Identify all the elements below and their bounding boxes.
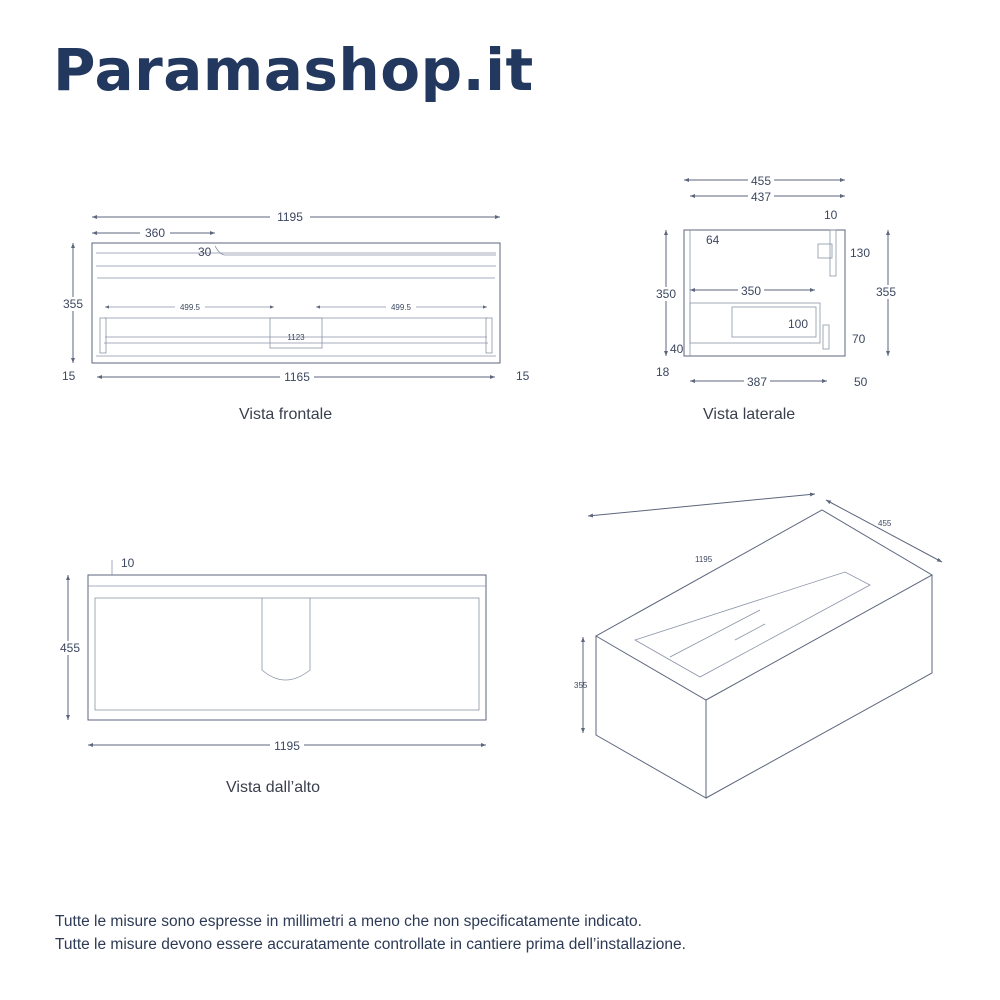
dim-front-offset: 360 bbox=[145, 226, 165, 240]
dim-side-panel: 18 bbox=[656, 365, 670, 379]
dim-front-side-left: 15 bbox=[62, 369, 76, 383]
notes: Tutte le misure sono espresse in millime… bbox=[55, 910, 686, 956]
top-view: 10 455 1195 bbox=[56, 556, 487, 753]
dim-iso-height: 355 bbox=[574, 681, 588, 690]
dim-top-width: 1195 bbox=[274, 739, 300, 753]
dim-side-top-gap: 10 bbox=[824, 208, 838, 222]
dim-side-bracket: 130 bbox=[850, 246, 870, 260]
dim-top-depth: 455 bbox=[60, 641, 80, 655]
dim-iso-depth: 455 bbox=[878, 519, 892, 528]
dim-side-foot: 70 bbox=[852, 332, 866, 346]
dim-side-bottom: 40 bbox=[670, 342, 684, 356]
top-view-caption: Vista dall’alto bbox=[226, 779, 320, 796]
dim-side-depth: 455 bbox=[751, 174, 771, 188]
dim-front-inner-width: 1165 bbox=[284, 370, 310, 384]
dim-top-gap: 10 bbox=[121, 556, 135, 570]
side-view: 455 437 10 64 130 350 350 100 355 70 40 … bbox=[654, 174, 900, 389]
note-line: Tutte le misure sono espresse in millime… bbox=[55, 913, 642, 930]
dim-front-height: 355 bbox=[63, 297, 83, 311]
isometric-view: 1195 455 355 bbox=[574, 492, 943, 799]
front-view: 1195 360 30 355 499.5 499.5 1123 15 1165… bbox=[60, 210, 530, 384]
dim-side-drawer-h: 100 bbox=[788, 317, 808, 331]
dim-front-width: 1195 bbox=[277, 210, 303, 224]
brand-logo: Paramashop.it bbox=[53, 36, 534, 104]
dim-side-height-in: 350 bbox=[656, 287, 676, 301]
dim-side-back: 50 bbox=[854, 375, 868, 389]
dim-front-inner: 1123 bbox=[287, 333, 305, 342]
dim-side-drawer-len: 350 bbox=[741, 284, 761, 298]
dim-side-hole: 64 bbox=[706, 233, 720, 247]
dim-front-radius: 30 bbox=[198, 245, 212, 259]
dim-iso-width: 1195 bbox=[695, 555, 713, 564]
dim-front-side-right: 15 bbox=[516, 369, 530, 383]
side-view-caption: Vista laterale bbox=[703, 406, 796, 423]
note-line: Tutte le misure devono essere accuratame… bbox=[55, 936, 686, 953]
dim-side-inner-len: 387 bbox=[747, 375, 767, 389]
dim-side-inner-depth: 437 bbox=[751, 190, 771, 204]
dim-side-height: 355 bbox=[876, 285, 896, 299]
dim-front-half-left: 499.5 bbox=[180, 303, 201, 312]
front-view-caption: Vista frontale bbox=[239, 406, 333, 423]
dim-front-half-right: 499.5 bbox=[391, 303, 412, 312]
